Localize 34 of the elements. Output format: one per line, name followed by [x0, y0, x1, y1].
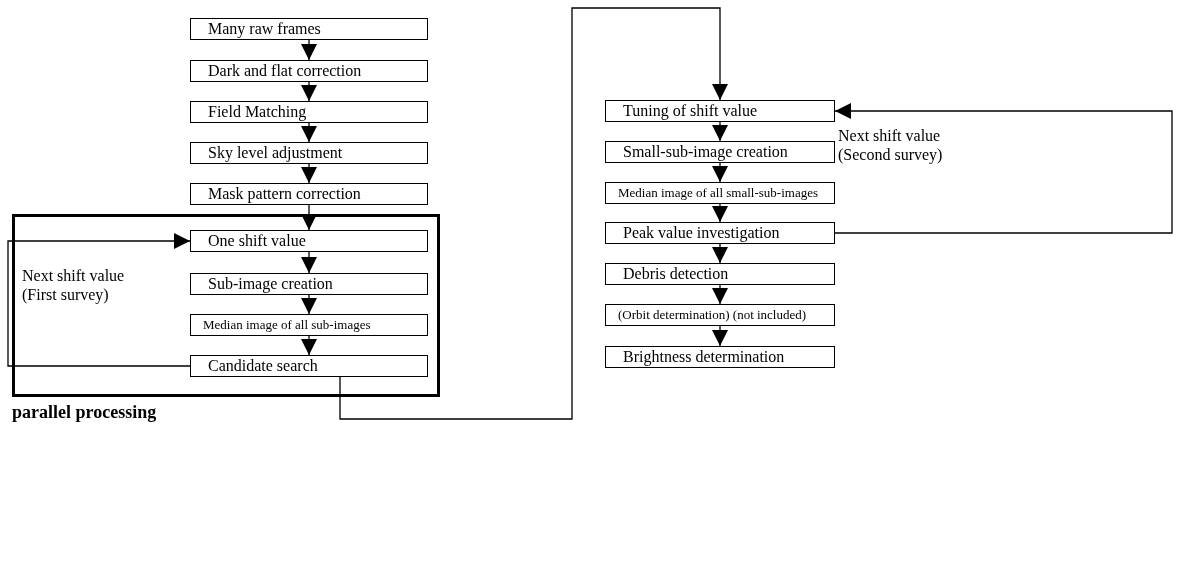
arrow	[712, 284, 728, 305]
arrow	[301, 163, 317, 184]
process-box: One shift value	[190, 230, 428, 252]
process-box: Small-sub-image creation	[605, 141, 835, 163]
arrow	[301, 335, 317, 356]
arrow	[834, 103, 1173, 234]
arrow	[339, 7, 728, 420]
process-box: Debris detection	[605, 263, 835, 285]
arrow	[301, 122, 317, 143]
arrow	[712, 243, 728, 264]
arrow	[301, 81, 317, 102]
process-box: Sky level adjustment	[190, 142, 428, 164]
arrow	[301, 204, 317, 231]
process-box: Median image of all small-sub-images	[605, 182, 835, 204]
process-box: Tuning of shift value	[605, 100, 835, 122]
arrow	[712, 162, 728, 183]
process-box: Brightness determination	[605, 346, 835, 368]
arrow	[301, 39, 317, 61]
arrow	[7, 233, 191, 367]
arrow	[301, 251, 317, 274]
process-box: Peak value investigation	[605, 222, 835, 244]
process-box: Mask pattern correction	[190, 183, 428, 205]
arrow	[712, 121, 728, 142]
process-box: Candidate search	[190, 355, 428, 377]
group-label: parallel processing	[12, 402, 157, 423]
arrow	[301, 294, 317, 315]
process-box: (Orbit determination) (not included)	[605, 304, 835, 326]
process-box: Dark and flat correction	[190, 60, 428, 82]
arrow	[712, 325, 728, 347]
process-box: Many raw frames	[190, 18, 428, 40]
arrow	[712, 203, 728, 223]
process-box: Sub-image creation	[190, 273, 428, 295]
process-box: Median image of all sub-images	[190, 314, 428, 336]
process-box: Field Matching	[190, 101, 428, 123]
